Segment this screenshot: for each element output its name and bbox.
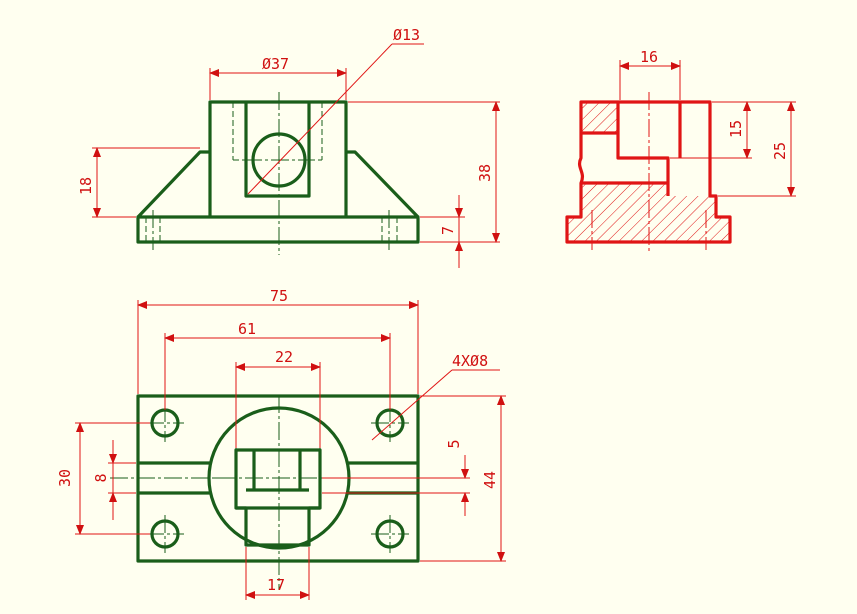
front-slot-outline (244, 102, 311, 198)
leader-line (247, 43, 393, 195)
section-slot-outline (616, 102, 670, 196)
dim-text-front-total-height: 38 (476, 164, 494, 182)
top-opening-outline (234, 448, 322, 547)
dim-text-side-step-height: 25 (771, 142, 789, 160)
front-view-dimensions: Ø37 Ø13 18 38 7 (77, 26, 500, 268)
dim-text-top-overall-depth: 44 (481, 471, 499, 489)
side-section-view (565, 92, 732, 252)
front-boss-outline (208, 100, 348, 217)
front-right-rib (346, 150, 420, 219)
dim-text-top-small-gap: 5 (445, 439, 463, 448)
dim-text-top-hole-spacing: 61 (238, 320, 256, 338)
dim-text-front-width: Ø37 (262, 55, 289, 73)
dim-text-top-hole-spacing-vertical: 30 (56, 469, 74, 487)
front-base-outline (136, 215, 420, 244)
dim-text-side-slot-depth: 15 (727, 120, 745, 138)
dim-text-front-base-thickness: 7 (439, 226, 457, 235)
dim-text-top-opening-width: 22 (275, 348, 293, 366)
dim-text-top-rib-width: 8 (92, 473, 110, 482)
leader-line (371, 369, 453, 441)
top-view-dimensions: 75 61 22 4XØ8 30 8 5 4 (56, 287, 506, 600)
dim-text-top-overall-width: 75 (270, 287, 288, 305)
dim-text-front-hole: Ø13 (393, 26, 420, 44)
front-view (136, 92, 420, 255)
section-hatch-top (581, 102, 618, 133)
dim-text-front-left-height: 18 (77, 177, 95, 195)
dim-text-top-holes-spec: 4XØ8 (452, 352, 488, 370)
dim-text-side-slot-width: 16 (640, 48, 658, 66)
side-view-dimensions: 16 15 25 (619, 48, 796, 197)
front-left-rib (136, 150, 210, 219)
dim-text-top-bottom-opening: 17 (267, 576, 285, 594)
